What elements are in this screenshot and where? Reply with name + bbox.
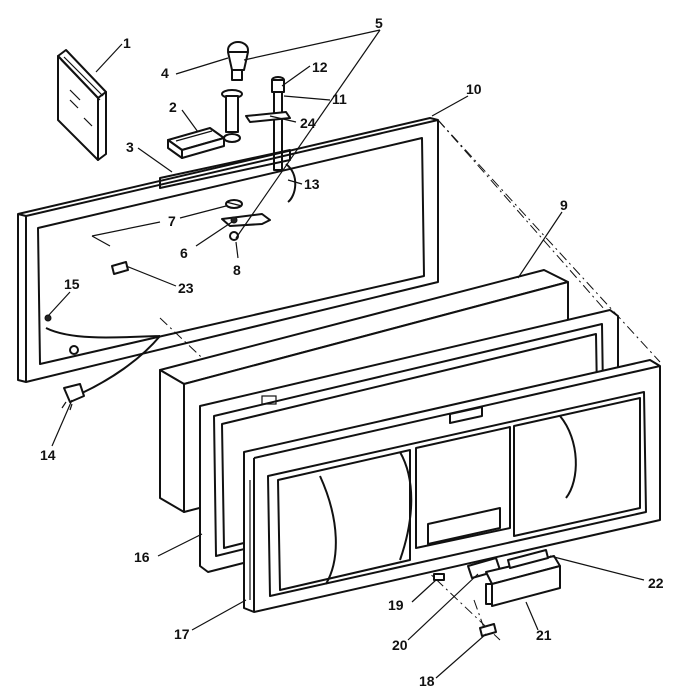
callout-18: 18 — [419, 673, 435, 689]
callout-7: 7 — [168, 213, 176, 229]
lock-bezel-part — [167, 127, 225, 159]
manual-booklet-part — [57, 49, 107, 161]
callout-15: 15 — [64, 276, 80, 292]
callout-17: 17 — [174, 626, 190, 642]
callout-5: 5 — [375, 15, 383, 31]
callout-8: 8 — [233, 262, 241, 278]
callout-24: 24 — [300, 115, 316, 131]
lock-cam-part — [221, 199, 271, 241]
latch-rod-part — [245, 76, 291, 171]
callout-19: 19 — [388, 597, 404, 613]
callout-13: 13 — [304, 176, 320, 192]
callout-14: 14 — [40, 447, 56, 463]
leader-lines — [47, 29, 645, 679]
callout-23: 23 — [178, 280, 194, 296]
key-part — [227, 41, 249, 81]
wire-part — [285, 163, 297, 203]
callout-22: 22 — [648, 575, 664, 591]
callout-12: 12 — [312, 59, 328, 75]
inner-door-liner — [243, 359, 661, 613]
callout-2: 2 — [169, 99, 177, 115]
callout-9: 9 — [560, 197, 568, 213]
callout-3: 3 — [126, 139, 134, 155]
callout-11: 11 — [332, 91, 347, 107]
lock-cylinder-part — [221, 89, 243, 143]
callout-21: 21 — [536, 627, 552, 643]
door-hardware — [433, 549, 561, 637]
callout-labels: 1 2 3 4 5 6 7 8 9 10 11 12 13 14 15 16 1… — [40, 15, 664, 689]
callout-1: 1 — [123, 35, 131, 51]
callout-4: 4 — [161, 65, 169, 81]
callout-6: 6 — [180, 245, 188, 261]
callout-20: 20 — [392, 637, 408, 653]
callout-16: 16 — [134, 549, 150, 565]
callout-10: 10 — [466, 81, 482, 97]
